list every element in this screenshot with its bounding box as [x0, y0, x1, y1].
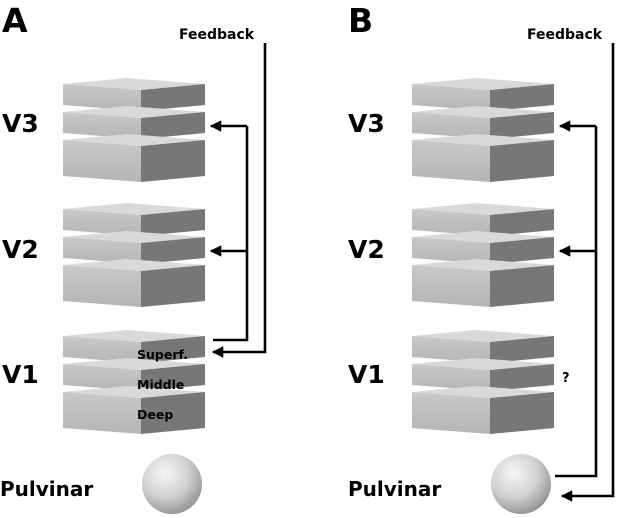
cortical-layer-block	[412, 358, 554, 391]
panel-a-letter: A	[2, 1, 28, 40]
pulvinar-label: Pulvinar	[0, 477, 93, 501]
pulvinar-sphere	[491, 454, 551, 514]
feedback-label: Feedback	[527, 27, 603, 43]
cortical-layer-block	[63, 134, 205, 182]
panel-a-v3-stack	[63, 78, 205, 182]
cortical-layer-block	[412, 259, 554, 307]
area-label-v1: V1	[2, 360, 39, 389]
cortical-layer-block	[63, 330, 205, 363]
cortical-layer-block	[63, 203, 205, 236]
cortical-layer-block	[63, 106, 205, 139]
cortical-layer-block	[63, 231, 205, 264]
area-label-v3: V3	[2, 109, 39, 138]
panel-b-v3-stack	[412, 78, 554, 182]
cortical-layer-block	[412, 78, 554, 111]
panel-b: B V3	[348, 1, 615, 514]
layer-label-middle: Middle	[137, 377, 184, 392]
feedback-arrow-to-v1-superficial	[211, 43, 267, 358]
cortical-layer-block	[412, 231, 554, 264]
pulvinar-sphere	[142, 454, 202, 514]
feedback-arrow-to-pulvinar	[560, 43, 615, 502]
panel-b-v2-stack	[412, 203, 554, 307]
cortical-layer-block	[63, 259, 205, 307]
pulvinar-label: Pulvinar	[348, 477, 441, 501]
panel-a: A V3	[0, 1, 267, 514]
cortical-layer-block	[412, 330, 554, 363]
panel-b-letter: B	[348, 1, 373, 40]
cortical-layer-block	[412, 134, 554, 182]
area-label-v2: V2	[348, 235, 385, 264]
cortical-layer-block	[63, 78, 205, 111]
cortical-layer-block	[63, 358, 205, 391]
cortical-layer-block	[412, 386, 554, 434]
panel-b-v1-stack	[412, 330, 554, 434]
area-label-v2: V2	[2, 235, 39, 264]
layer-label-superficial: Superf.	[137, 347, 188, 362]
area-label-v1: V1	[348, 360, 385, 389]
layer-label-deep: Deep	[137, 407, 173, 422]
pulvinar-ascending-connector	[555, 126, 598, 478]
v1-ascending-connector	[213, 126, 249, 342]
unknown-pathway-question-mark: ?	[562, 371, 570, 386]
area-label-v3: V3	[348, 109, 385, 138]
cortical-layer-block	[412, 106, 554, 139]
cortical-layer-block	[412, 203, 554, 236]
cortical-layer-block	[63, 386, 205, 434]
feedback-label: Feedback	[179, 27, 255, 43]
panel-a-v1-stack: Superf. Middle Deep	[63, 330, 205, 434]
panel-a-v2-stack	[63, 203, 205, 307]
